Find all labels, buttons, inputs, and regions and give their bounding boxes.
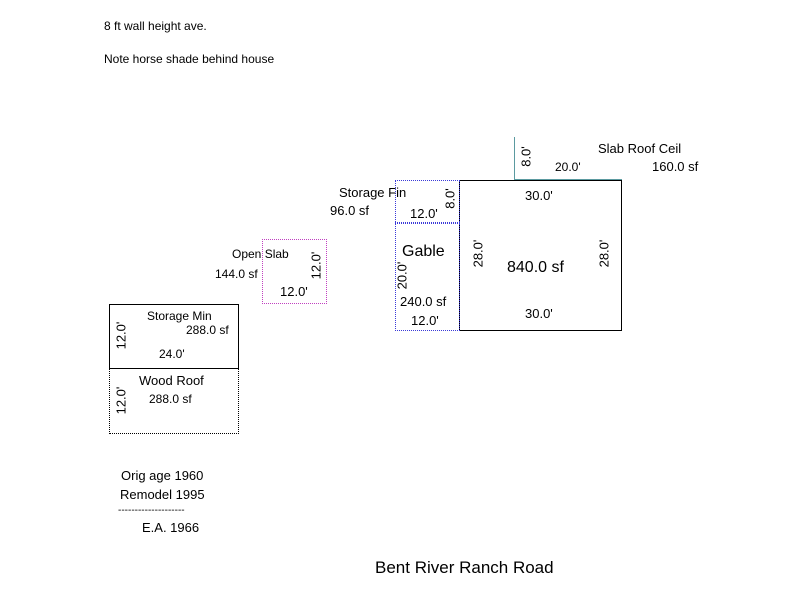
- storage-min-bottom-dim: 24.0': [159, 347, 185, 361]
- orig-age: Orig age 1960: [121, 468, 204, 483]
- wood-roof-outline: [109, 368, 239, 434]
- slab-roof-ceil-side-line: [514, 137, 515, 180]
- storage-min-area: 288.0 sf: [186, 323, 229, 337]
- main-house-top-dim: 30.0': [525, 188, 553, 203]
- main-house-left-dim: 28.0': [470, 239, 486, 268]
- gable-label: Gable: [402, 243, 445, 260]
- slab-roof-ceil-side-dim: 8.0': [518, 146, 534, 167]
- note-horse-shade: Note horse shade behind house: [104, 52, 275, 66]
- open-slab-side-dim: 12.0': [308, 251, 324, 280]
- wood-roof-label: Wood Roof: [139, 373, 204, 388]
- main-house-area: 840.0 sf: [507, 259, 564, 276]
- storage-fin-area: 96.0 sf: [330, 203, 370, 218]
- storage-fin-outline: [395, 180, 460, 224]
- road-name: Bent River Ranch Road: [375, 558, 554, 577]
- note-wall-height: 8 ft wall height ave.: [104, 19, 207, 33]
- main-house-right-dim: 28.0': [596, 239, 612, 268]
- storage-fin-width-dim: 12.0': [410, 206, 438, 221]
- slab-roof-ceil-area: 160.0 sf: [652, 159, 699, 174]
- storage-fin-label: Storage Fin: [339, 185, 407, 200]
- wood-roof-side-dim: 12.0': [113, 386, 129, 415]
- gable-side-dim: 20.0': [394, 261, 410, 290]
- slab-roof-ceil-label: Slab Roof Ceil: [598, 141, 682, 156]
- main-house-bottom-dim: 30.0': [525, 306, 553, 321]
- slab-roof-ceil-width-dim: 20.0': [555, 160, 581, 174]
- open-slab-label: Open Slab: [232, 247, 289, 261]
- gable-outline: [395, 222, 460, 331]
- storage-min-label: Storage Min: [147, 309, 212, 323]
- effective-age: E.A. 1966: [142, 520, 200, 535]
- open-slab-area: 144.0 sf: [215, 267, 258, 281]
- remodel-year: Remodel 1995: [120, 487, 205, 502]
- open-slab-bottom-dim: 12.0': [280, 284, 308, 299]
- storage-fin-side-dim: 8.0': [442, 188, 458, 209]
- storage-min-side-dim: 12.0': [113, 321, 129, 350]
- gable-bottom-dim: 12.0': [411, 313, 439, 328]
- gable-area: 240.0 sf: [400, 294, 447, 309]
- age-separator: --------------------: [118, 505, 185, 516]
- open-slab-outline: [262, 239, 327, 304]
- wood-roof-area: 288.0 sf: [149, 392, 192, 406]
